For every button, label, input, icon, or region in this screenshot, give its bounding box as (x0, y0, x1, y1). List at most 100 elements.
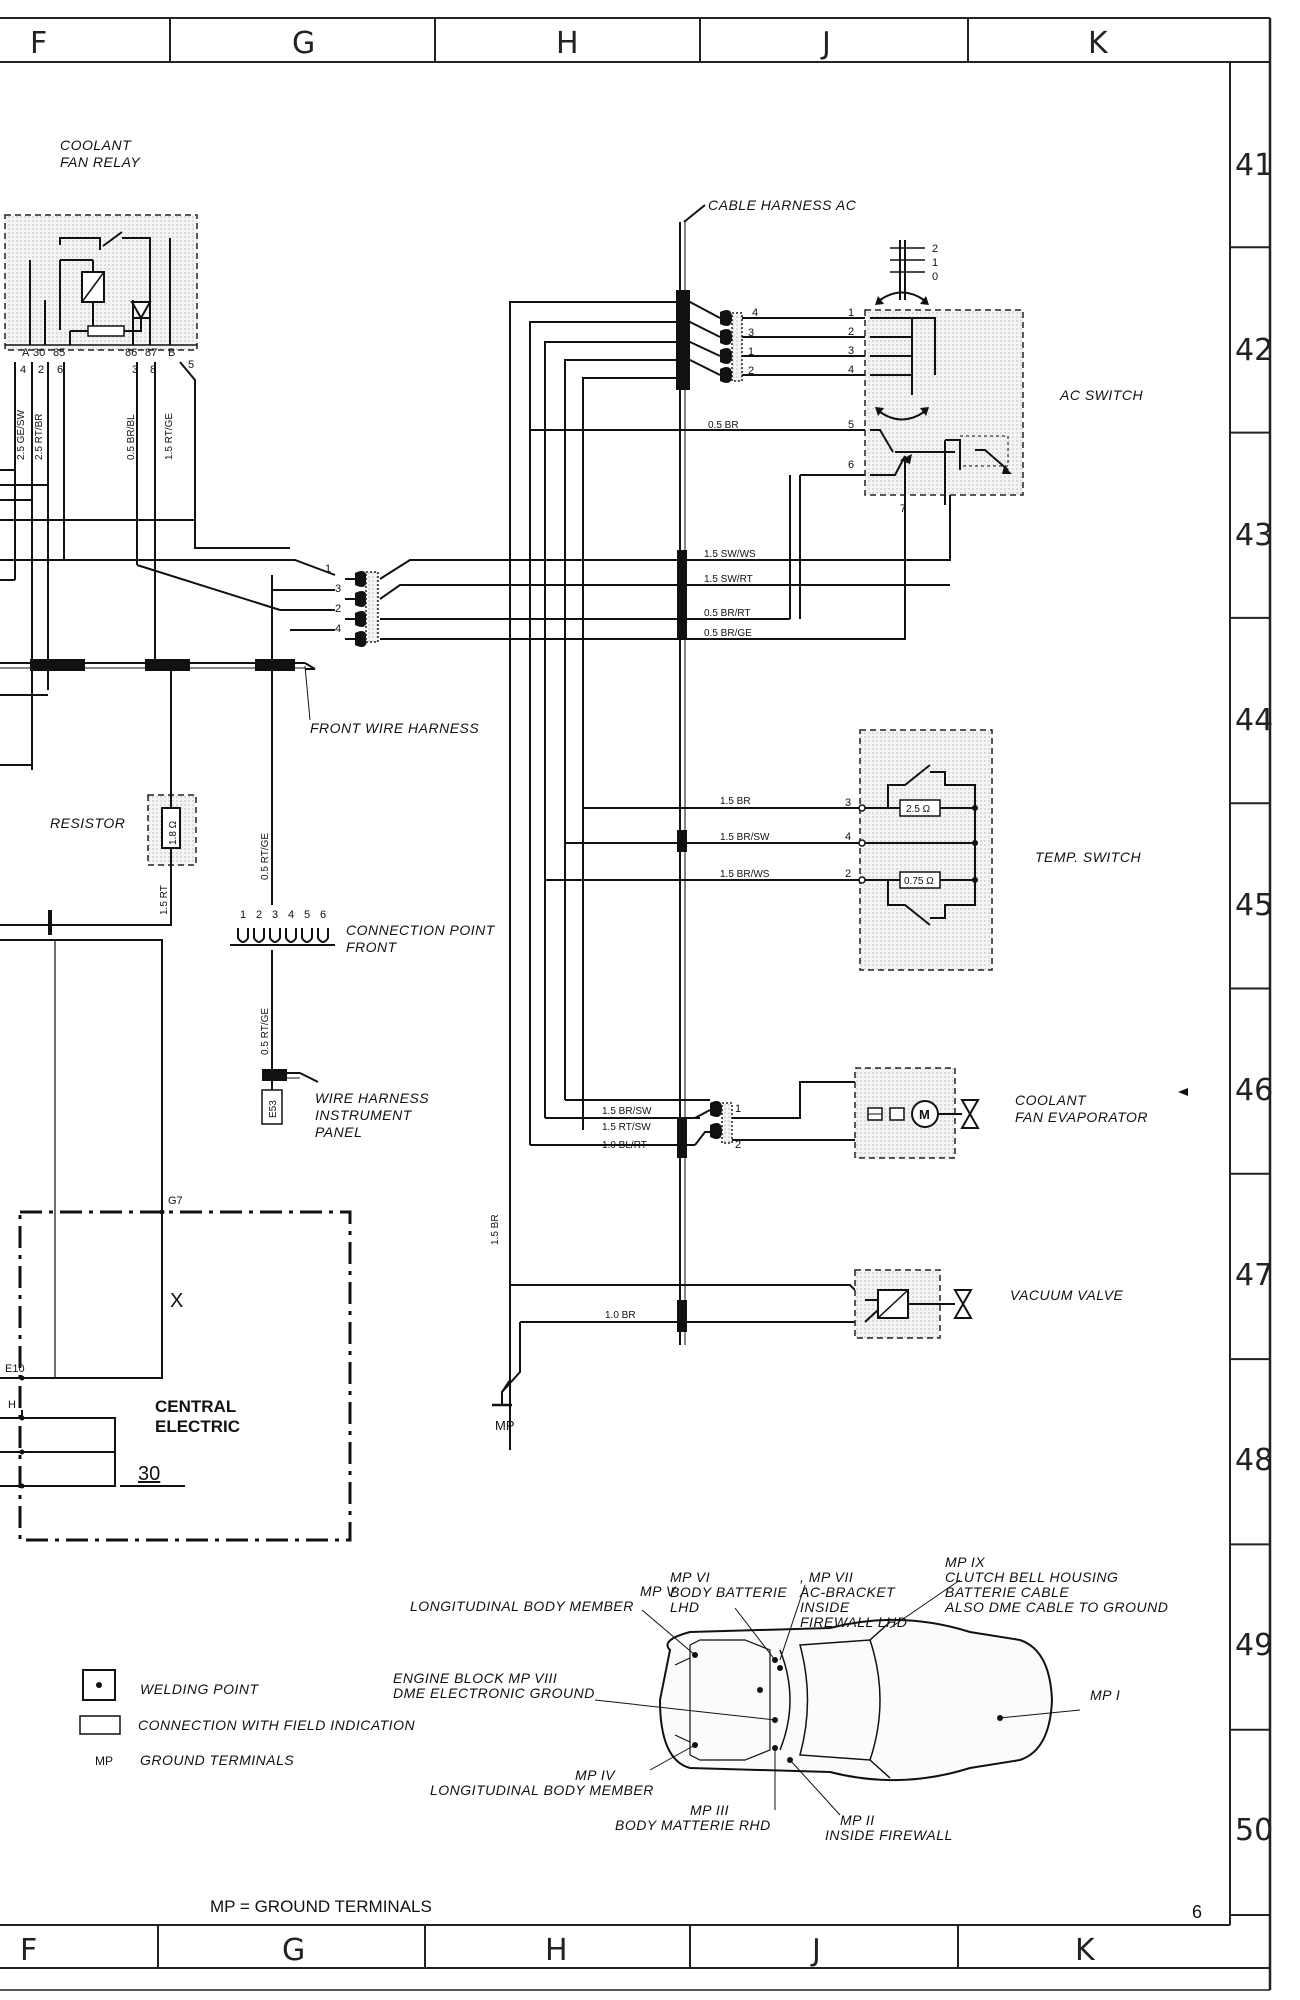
row-label: 41 (1235, 148, 1273, 183)
ac-conn-pin: 1 (748, 346, 754, 358)
conn-front-fork (237, 928, 249, 943)
conn-front-pin: 1 (240, 909, 246, 921)
instrument-conn: E53 (268, 1100, 279, 1118)
relay-resistor (87, 325, 125, 337)
col-label: K (1075, 1933, 1096, 1968)
ac-harness-lines: 1.5 SW/WS 1.5 SW/RT 0.5 BR/RT 0.5 BR/GE (690, 475, 951, 640)
temp-switch-label: TEMP. SWITCH (1035, 849, 1141, 865)
mp1-label: MP I (1090, 1687, 1120, 1703)
relay-pin: 4 (20, 364, 26, 376)
cable-harness-ac-label: CABLE HARNESS AC (708, 197, 857, 213)
legend: WELDING POINT CONNECTION WITH FIELD INDI… (79, 1669, 415, 1768)
wire-label: 1.0 BR (605, 1310, 636, 1321)
col-label: G (292, 26, 315, 61)
wire-label: 1.5 BR/SW (720, 832, 770, 843)
col-label: H (545, 1933, 568, 1968)
ac-switch-pin: 3 (848, 345, 854, 357)
row-labels: 41 42 43 44 45 46 47 48 49 50 (1235, 148, 1273, 1848)
row-label: 43 (1235, 518, 1273, 553)
ac-switch-position: 2 (932, 243, 938, 255)
conn-front-fork (285, 928, 297, 943)
conn-front-pin: 5 (304, 909, 310, 921)
left-bus-lines: FRONT WIRE HARNESS (0, 469, 479, 766)
temp-switch-value: 2.5 Ω (906, 804, 931, 815)
relay-pin: 8 (150, 364, 156, 376)
wire-label: 0.5 BR (708, 420, 739, 431)
conn-front-pin: 2 (256, 909, 262, 921)
coolant-fan-evaporator: 1.5 BR/SW 1.5 RT/SW 1.0 BL/RT 1 2 M COOL… (530, 1067, 1188, 1159)
conn-front-fork (301, 928, 313, 943)
relay-pin: A (22, 347, 30, 359)
central-pin: E10 (5, 1363, 25, 1375)
footer-note: MP = GROUND TERMINALS (210, 1897, 432, 1916)
relay-diode (130, 301, 152, 321)
temp-switch-pin: 4 (845, 831, 851, 843)
relay-pin: B (168, 347, 175, 359)
wire-label: 0.5 BR/BL (126, 414, 137, 460)
frame (0, 17, 1272, 1991)
column-labels-top: F G H J K (30, 26, 1109, 61)
mp-dot (757, 1687, 763, 1693)
ac-switch-pin: 7 (900, 503, 906, 515)
ac-switch-label: AC SWITCH (1059, 387, 1143, 403)
temp-switch-housing (859, 729, 993, 971)
ac-conn-pin: 4 (752, 307, 758, 319)
ac-switch-pin: 2 (848, 326, 854, 338)
mp-label: MP (495, 1418, 515, 1433)
col-label: J (820, 26, 831, 61)
wire-label: 0.5 RT/GE (260, 1008, 271, 1055)
wire-label: 2.5 RT/BR (34, 414, 45, 461)
relay-pin: 87 (145, 347, 157, 359)
ac-switch: 1 2 3 4 5 6 7 2 1 0 AC SWITCH (848, 240, 1143, 515)
conn-front-pin: 6 (320, 909, 326, 921)
relay-pin: 2 (38, 364, 44, 376)
wire-label: 1.5 BR/WS (720, 869, 770, 880)
wire-label: 1.0 BL/RT (602, 1140, 647, 1151)
row-label: 46 (1235, 1073, 1273, 1108)
relay-pin: 6 (57, 364, 63, 376)
resistor: RESISTOR 1.8 Ω 1.5 RT (0, 668, 197, 926)
conn-front-pin: 4 (288, 909, 294, 921)
wire-label: 1.5 BR (490, 1214, 501, 1245)
ac-switch-position: 1 (932, 257, 938, 269)
legend-text: WELDING POINT (140, 1681, 259, 1697)
temp-switch-pin: 3 (845, 797, 851, 809)
column-labels-bottom: F G H J K (20, 1933, 1096, 1968)
ac-conn-pin: 2 (748, 365, 754, 377)
row-label: 48 (1235, 1443, 1273, 1478)
conn-front-fork (317, 928, 329, 943)
row-label: 50 (1235, 1813, 1273, 1848)
front-conn-pin: 1 (325, 563, 331, 575)
fan-pin: 1 (735, 1103, 741, 1115)
wire-label: 1.5 RT/SW (602, 1122, 651, 1133)
col-label: F (20, 1933, 37, 1968)
col-label: G (282, 1933, 305, 1968)
central-x: X (170, 1290, 183, 1312)
wire-label: 0.5 RT/GE (260, 833, 271, 880)
vacuum-valve-label: VACUUM VALVE (1010, 1287, 1124, 1303)
col-label: H (556, 26, 579, 61)
legend-text: CONNECTION WITH FIELD INDICATION (138, 1717, 415, 1733)
ac-switch-position: 0 (932, 271, 938, 283)
relay-pin: 86 (125, 347, 137, 359)
ac-switch-pin: 6 (848, 459, 854, 471)
ac-conn-pin: 3 (748, 327, 754, 339)
connection-box-symbol (79, 1715, 121, 1735)
conn-front-pin: 3 (272, 909, 278, 921)
front-connector: 1 3 2 4 (0, 530, 950, 905)
legend-mp-symbol: MP (95, 1754, 113, 1768)
fan-motor-label: M (919, 1107, 930, 1122)
